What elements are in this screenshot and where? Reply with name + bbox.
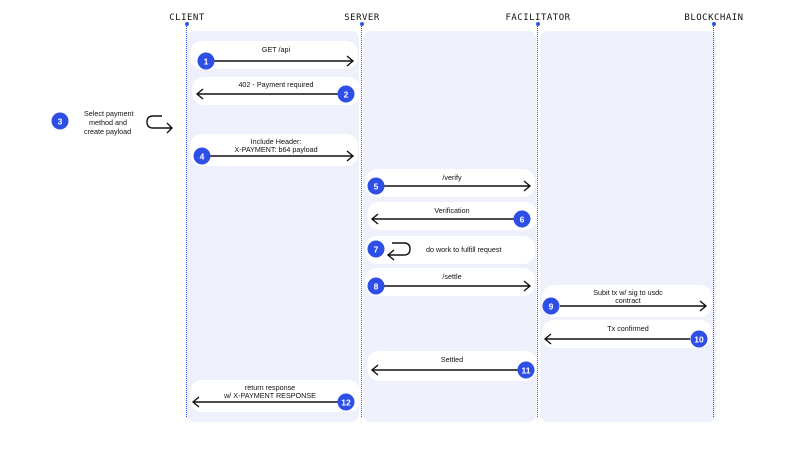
message-pill-2 — [192, 77, 360, 105]
message-label-7: do work to fulfill request — [426, 245, 502, 254]
step-badge-9: 9 — [542, 297, 560, 315]
column-header-blockchain: BLOCKCHAIN — [684, 13, 744, 23]
step-badge-11: 11 — [517, 361, 535, 379]
message-pill-11 — [367, 351, 537, 381]
server-lifeline — [361, 25, 362, 417]
client-marker — [185, 22, 189, 26]
message-pill-1 — [190, 41, 358, 69]
message-pill-12 — [190, 380, 360, 412]
column-header-server: SERVER — [344, 13, 380, 23]
step-badge-6: 6 — [513, 210, 531, 228]
message-label-6: Verification — [434, 206, 470, 215]
step-badge-3: 3 — [51, 112, 69, 130]
step-badge-8: 8 — [367, 277, 385, 295]
message-label-4-line-2: X-PAYMENT: b64 payload — [234, 145, 318, 154]
message-pill-6 — [367, 202, 537, 230]
step-3-label-line-2: method and — [89, 118, 127, 127]
message-label-9-line-1: Subit tx w/ sig to usdc — [593, 288, 663, 297]
message-label-9-line-2: contract — [615, 296, 641, 305]
client-lifeline — [186, 25, 187, 417]
message-label-8: /settle — [442, 272, 462, 281]
message-label-2: 402 - Payment required — [238, 80, 314, 89]
step-badge-2: 2 — [337, 85, 355, 103]
message-label-4-line-1: Include Header: — [250, 137, 302, 146]
facilitator-lifeline — [537, 25, 538, 417]
message-label-12-line-1: return response — [244, 383, 296, 392]
message-pill-5 — [365, 169, 535, 197]
step-3-label-line-3: create payload — [84, 127, 132, 136]
facilitator-marker — [536, 22, 540, 26]
step-badge-1: 1 — [197, 52, 215, 70]
message-label-5: /verify — [442, 173, 462, 182]
column-header-facilitator: FACILITATOR — [505, 13, 571, 23]
step-3-label-line-1: Select payment — [84, 109, 134, 118]
blockchain-lifeline — [713, 25, 714, 417]
step-badge-5: 5 — [367, 177, 385, 195]
column-header-client: CLIENT — [169, 13, 205, 23]
blockchain-marker — [712, 22, 716, 26]
step-badge-10: 10 — [690, 330, 708, 348]
message-label-10: Tx confirmed — [607, 324, 649, 333]
step-badge-12: 12 — [337, 393, 355, 411]
server-marker — [360, 22, 364, 26]
message-pill-4 — [190, 134, 358, 166]
message-label-1: GET /api — [261, 45, 291, 54]
message-pill-9 — [542, 285, 712, 317]
message-pill-10 — [542, 320, 712, 348]
step-badge-4: 4 — [193, 147, 211, 165]
facilitator-lane — [540, 31, 716, 422]
message-label-11: Settled — [440, 355, 464, 364]
step-badge-7: 7 — [367, 240, 385, 258]
message-pill-8 — [365, 268, 535, 296]
message-label-12-line-2: w/ X-PAYMENT RESPONSE — [224, 391, 316, 400]
